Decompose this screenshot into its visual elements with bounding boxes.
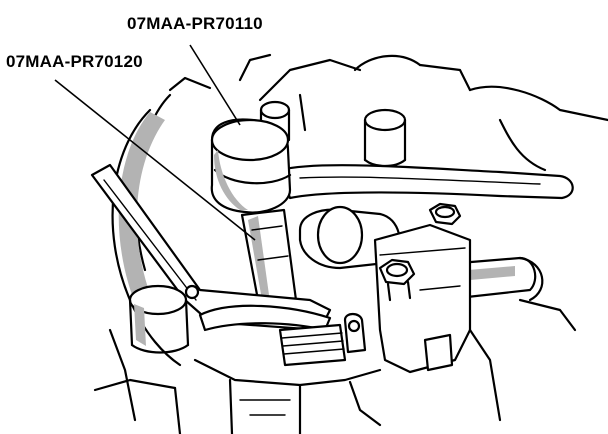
tool-head [210,118,292,214]
wrench-handle [278,164,574,200]
lower-block [93,298,577,434]
locking-arm [90,163,332,332]
engine-block [238,53,608,172]
leader-lines [54,44,256,241]
label-tool-lower: 07MAA-PR70120 [6,52,143,72]
label-tool-upper: 07MAA-PR70110 [127,14,263,34]
bolt-upper [428,202,462,226]
bolt-lower [378,258,416,302]
pulley-housing [111,76,212,367]
left-cylinder [128,284,190,354]
valve-springs [278,312,367,367]
cylinder-boss [259,100,407,168]
